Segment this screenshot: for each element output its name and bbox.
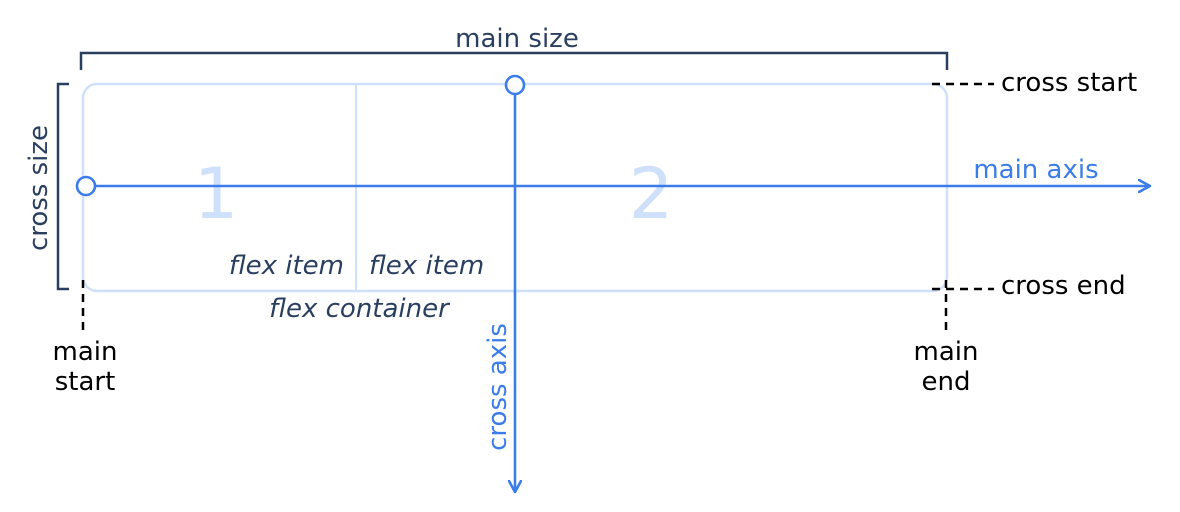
flex-item-1-label: flex item bbox=[229, 251, 344, 281]
main-axis-label: main axis bbox=[973, 155, 1098, 185]
cross-size-label: cross size bbox=[24, 125, 54, 251]
cross-start-label: cross start bbox=[1001, 68, 1137, 98]
flex-item-2-number: 2 bbox=[629, 153, 674, 235]
cross-end-label: cross end bbox=[1001, 271, 1126, 301]
flex-item-2-label: flex item bbox=[369, 251, 484, 281]
main-start-label-line1: main bbox=[53, 337, 118, 367]
main-end-label-line1: main bbox=[914, 337, 979, 367]
main-end-label-line2: end bbox=[922, 367, 971, 397]
flex-item-1-number: 1 bbox=[194, 153, 239, 235]
cross-axis-start-circle bbox=[504, 74, 526, 96]
main-start-label-line2: start bbox=[55, 367, 116, 397]
main-axis-start-circle bbox=[75, 175, 97, 197]
main-size-bracket bbox=[79, 51, 949, 70]
main-size-label: main size bbox=[455, 24, 579, 54]
flex-container-label: flex container bbox=[269, 294, 451, 324]
cross-size-bracket bbox=[56, 82, 69, 291]
cross-axis-label: cross axis bbox=[483, 323, 513, 451]
